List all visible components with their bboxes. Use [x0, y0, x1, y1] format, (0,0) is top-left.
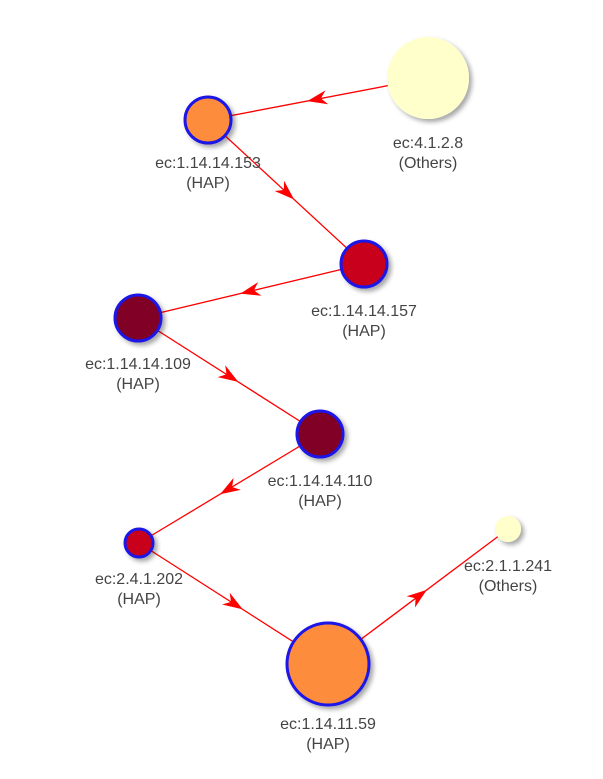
node-ec-label: ec:1.14.14.110 — [268, 473, 373, 490]
node-circle[interactable] — [285, 621, 371, 707]
edge-arrowhead — [220, 477, 241, 495]
edge-arrowhead — [274, 180, 295, 200]
node-n3[interactable]: ec:1.14.14.157 (HAP) — [311, 239, 417, 340]
node-circle[interactable] — [295, 409, 345, 459]
node-ec-label: ec:1.14.14.153 — [155, 155, 261, 172]
node-group-label: (HAP) — [298, 493, 342, 510]
edge-arrowhead — [406, 589, 427, 608]
node-circle[interactable] — [183, 95, 233, 145]
node-group-label: (HAP) — [186, 175, 230, 192]
node-ec-label: ec:1.14.14.109 — [85, 356, 191, 373]
node-group-label: (Others) — [479, 578, 538, 595]
node-circle[interactable] — [123, 527, 155, 559]
node-n8[interactable]: ec:2.1.1.241 (Others) — [464, 516, 552, 595]
node-n7[interactable]: ec:1.14.11.59 (HAP) — [280, 621, 376, 753]
node-group-label: (Others) — [399, 155, 458, 172]
edge-arrowhead — [307, 90, 329, 105]
node-ec-label: ec:4.1.2.8 — [393, 135, 463, 152]
node-circle[interactable] — [495, 516, 521, 542]
node-group-label: (HAP) — [116, 376, 160, 393]
edge-arrowhead — [217, 365, 239, 382]
node-n2[interactable]: ec:1.14.14.153 (HAP) — [155, 95, 261, 192]
node-ec-label: ec:2.4.1.202 — [95, 571, 183, 588]
node-circle[interactable] — [387, 37, 469, 119]
node-n6[interactable]: ec:2.4.1.202 (HAP) — [95, 527, 183, 608]
node-group-label: (HAP) — [342, 323, 386, 340]
edge-arrowhead — [222, 592, 243, 610]
node-ec-label: ec:1.14.11.59 — [280, 716, 376, 733]
node-circle[interactable] — [339, 239, 389, 289]
node-n1[interactable]: ec:4.1.2.8 (Others) — [387, 37, 469, 172]
node-n4[interactable]: ec:1.14.14.109 (HAP) — [85, 293, 191, 393]
node-group-label: (HAP) — [117, 591, 161, 608]
node-ec-label: ec:2.1.1.241 — [464, 558, 552, 575]
node-n5[interactable]: ec:1.14.14.110 (HAP) — [268, 409, 373, 510]
node-ec-label: ec:1.14.14.157 — [311, 303, 417, 320]
edge-arrowhead — [240, 282, 262, 296]
node-group-label: (HAP) — [306, 736, 350, 753]
node-circle[interactable] — [113, 293, 163, 343]
nodes-layer: ec:4.1.2.8(Others)ec:1.14.14.153(HAP)ec:… — [85, 37, 552, 753]
